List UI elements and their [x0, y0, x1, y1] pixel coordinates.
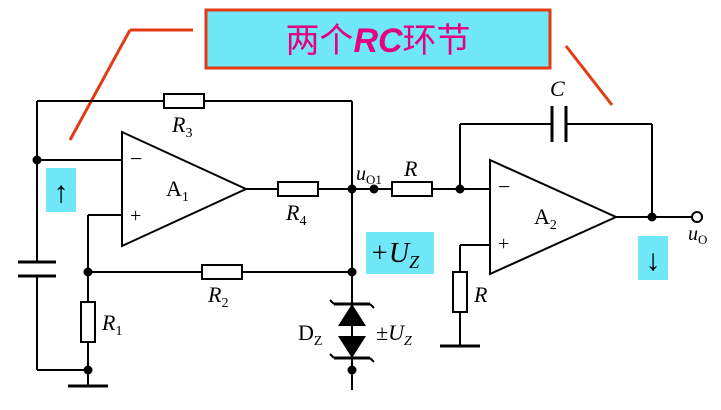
- a1-label: A1: [166, 176, 189, 205]
- callout-line-left: [68, 29, 132, 141]
- r1-label: R1: [101, 310, 122, 339]
- r-series-label: R: [403, 156, 418, 181]
- callout-line-right: [564, 45, 614, 106]
- zener-upper-kink-right: [369, 303, 375, 309]
- resistor-r-series: [391, 181, 433, 197]
- junction-left: [32, 155, 42, 165]
- title-text: 两个RC环节: [285, 21, 470, 61]
- resistor-r-ground: [452, 271, 468, 313]
- arrow-down-icon: ↓: [646, 244, 661, 277]
- a2-label: A2: [534, 204, 557, 233]
- r4-label: R4: [285, 200, 306, 229]
- junction-r2-right: [347, 267, 357, 277]
- uo-label: uO: [688, 223, 707, 247]
- resistor-r1: [80, 301, 96, 343]
- a1-plus-label: +: [130, 205, 141, 227]
- output-terminal: [691, 211, 703, 223]
- uo1-label: uO1: [356, 163, 382, 187]
- dz-label: DZ: [298, 320, 322, 349]
- arrow-up-highlight: [46, 168, 76, 212]
- resistor-r2: [201, 264, 243, 280]
- arrow-up-icon: ↑: [54, 176, 69, 209]
- a2-plus-label: +: [498, 233, 509, 255]
- plus-uz-highlight: [366, 232, 434, 274]
- zener-lower-kink-right: [369, 357, 375, 363]
- junction-zener-bottom: [347, 365, 357, 375]
- zener-upper: [338, 304, 366, 326]
- zener-upper-kink-left: [329, 299, 335, 305]
- c-label: C: [550, 76, 565, 101]
- op-amp-a2: [489, 158, 619, 276]
- r2-label: R2: [207, 282, 228, 311]
- r3-label: R3: [171, 112, 192, 141]
- a1-minus-label: −: [130, 146, 142, 171]
- title-box: [204, 8, 552, 70]
- resistor-r3: [163, 93, 205, 109]
- zener-voltage-label: ±UZ: [376, 320, 412, 349]
- a2-minus-label: −: [498, 174, 510, 199]
- op-amp-a1: [121, 130, 249, 248]
- zener-lower-kink-left: [329, 353, 335, 359]
- resistor-r4: [277, 181, 319, 197]
- zener-lower: [338, 336, 366, 358]
- r-ground-label: R: [473, 282, 488, 307]
- arrow-down-highlight: [638, 236, 668, 280]
- junction-output: [647, 212, 657, 222]
- plus-uz-label: +UZ: [370, 238, 420, 272]
